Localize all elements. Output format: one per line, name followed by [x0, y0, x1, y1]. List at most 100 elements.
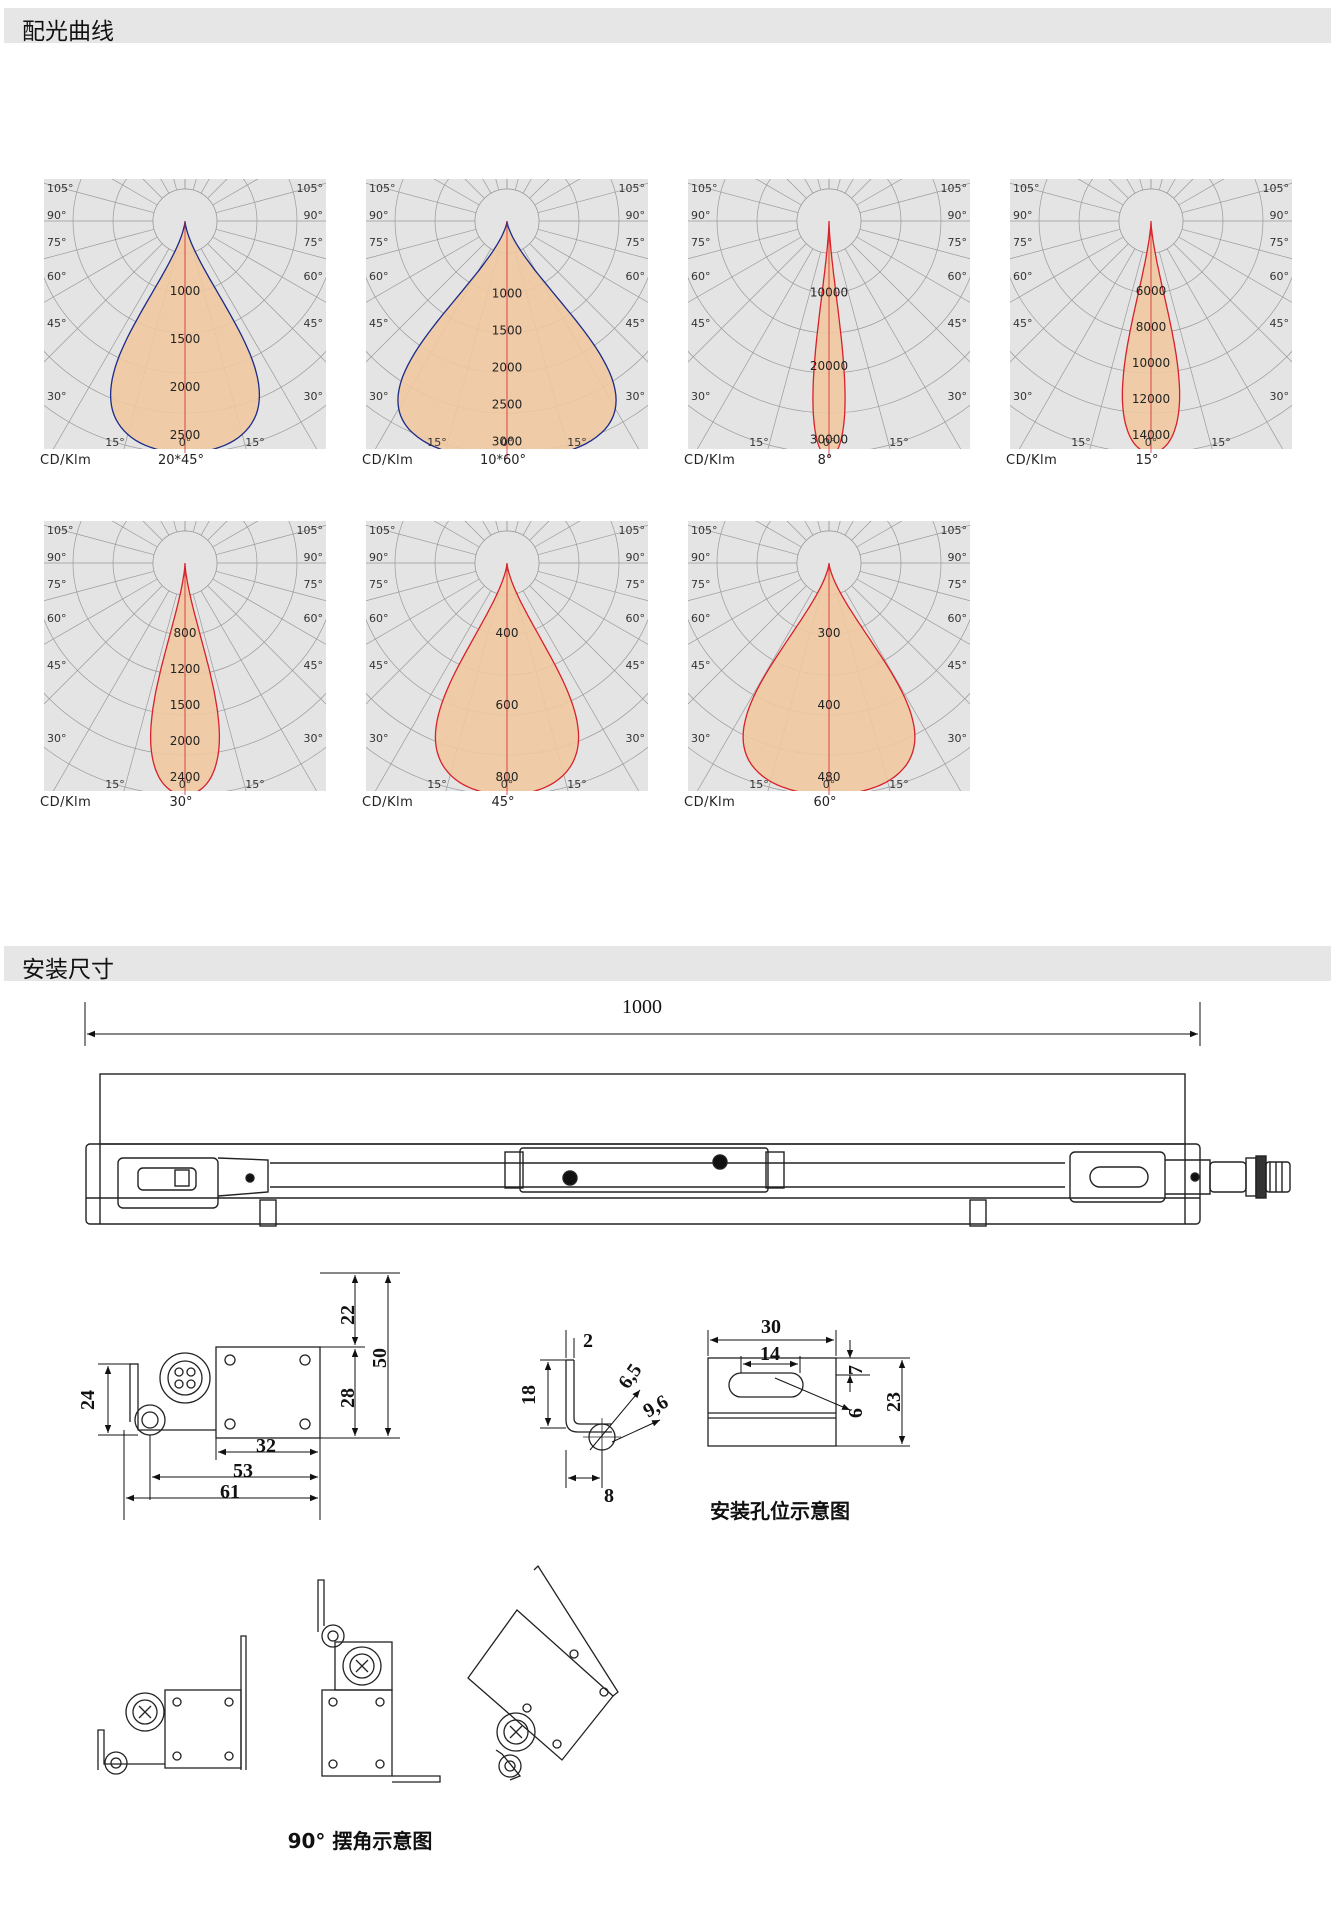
angle-label-left: 105°	[1013, 182, 1040, 195]
beam-angle-label: 60°	[813, 795, 837, 810]
angle-label-left: 15°	[105, 778, 125, 791]
angle-label-left: 45°	[369, 317, 389, 330]
grid-spoke	[696, 590, 814, 791]
angle-label-center: 0°	[1145, 436, 1158, 449]
grid-spoke	[688, 243, 807, 363]
angle-label-right: 30°	[304, 390, 324, 403]
angle-label-right: 60°	[304, 612, 324, 625]
polar-plot: 300400480105°90°75°60°45°30°105°90°75°60…	[688, 521, 970, 795]
angle-label-left: 75°	[47, 578, 67, 591]
grid-spoke	[534, 578, 648, 645]
ring-value-label: 800	[174, 626, 197, 640]
grid-spoke	[366, 585, 485, 705]
angle-label-left: 105°	[369, 524, 396, 537]
grid-spoke	[856, 236, 970, 303]
angle-label-left: 90°	[369, 551, 389, 564]
slot-plate-dimensions	[707, 1330, 910, 1447]
ring-value-label: 600	[496, 698, 519, 712]
grid-spoke	[859, 228, 970, 260]
light-bar-profile	[85, 1073, 1291, 1227]
ring-value-label: 2000	[170, 380, 201, 394]
dim-total-length: 1000	[622, 996, 662, 1018]
ring-value-label: 2400	[170, 770, 201, 784]
grid-spoke	[696, 248, 814, 449]
grid-spoke	[767, 251, 822, 449]
angle-label-left: 75°	[47, 236, 67, 249]
angle-label-center: 0°	[179, 778, 192, 791]
angle-label-left: 60°	[691, 612, 711, 625]
grid-spoke	[529, 585, 648, 705]
grid-spoke	[1010, 228, 1121, 260]
angle-label-left: 15°	[1071, 436, 1091, 449]
angle-label-left: 15°	[105, 436, 125, 449]
angle-label-left: 90°	[47, 209, 67, 222]
angle-label-left: 75°	[691, 578, 711, 591]
angle-label-left: 45°	[691, 659, 711, 672]
beam-angle-label: 8°	[817, 453, 833, 468]
side-view-drawing	[129, 1346, 321, 1439]
angle-label-right: 15°	[889, 436, 909, 449]
angle-label-left: 105°	[691, 524, 718, 537]
angle-label-right: 90°	[948, 209, 968, 222]
dim-2: 2	[583, 1330, 593, 1352]
angle-label-center: 0°	[823, 778, 836, 791]
swing-view-2	[317, 1579, 441, 1783]
ring-value-label: 2500	[492, 398, 523, 412]
grid-spoke	[1010, 182, 1121, 214]
dim-7: 7	[845, 1365, 867, 1375]
angle-label-center: 0°	[501, 436, 514, 449]
grid-spoke	[212, 578, 326, 645]
angle-label-right: 45°	[948, 317, 968, 330]
ring-value-label: 12000	[1132, 392, 1170, 406]
ring-value-label: 400	[818, 698, 841, 712]
angle-label-left: 75°	[691, 236, 711, 249]
angle-label-right: 15°	[1211, 436, 1231, 449]
section-title: 配光曲线	[22, 19, 114, 45]
angle-label-right: 75°	[948, 578, 968, 591]
polar-plot: 8001200150020002400105°90°75°60°45°30°10…	[44, 521, 326, 795]
angle-label-right: 75°	[626, 236, 646, 249]
grid-spoke	[1089, 251, 1144, 449]
angle-label-right: 15°	[889, 778, 909, 791]
grid-spoke	[534, 236, 648, 303]
angle-label-left: 45°	[1013, 317, 1033, 330]
ring-value-label: 480	[818, 770, 841, 784]
angle-label-left: 30°	[691, 732, 711, 745]
grid-spoke	[200, 590, 318, 791]
swing-view-3	[467, 1564, 619, 1781]
ring-value-label: 1500	[170, 332, 201, 346]
angle-label-left: 75°	[1013, 236, 1033, 249]
angle-label-left: 105°	[691, 182, 718, 195]
angle-label-left: 45°	[47, 317, 67, 330]
dim-14: 14	[760, 1343, 780, 1365]
ring-value-label: 800	[496, 770, 519, 784]
angle-label-left: 30°	[1013, 390, 1033, 403]
caption-mount-holes: 安装孔位示意图	[710, 1499, 850, 1523]
beam-angle-label: 15°	[1135, 453, 1159, 468]
grid-spoke	[1178, 236, 1292, 303]
angle-label-right: 105°	[297, 524, 324, 537]
angle-label-left: 75°	[369, 578, 389, 591]
grid-spoke	[207, 585, 326, 705]
dim-18: 18	[518, 1385, 540, 1405]
beam-angle-label: 30°	[169, 795, 193, 810]
angle-label-center: 0°	[823, 436, 836, 449]
ring-value-label: 2000	[170, 734, 201, 748]
grid-spoke	[688, 578, 802, 645]
angle-label-right: 30°	[626, 390, 646, 403]
angle-label-right: 15°	[567, 436, 587, 449]
grid-spoke	[374, 590, 492, 791]
grid-spoke	[856, 578, 970, 645]
grid-spoke	[366, 570, 477, 602]
angle-label-left: 60°	[47, 612, 67, 625]
grid-spoke	[123, 593, 178, 791]
angle-label-right: 105°	[297, 182, 324, 195]
grid-spoke	[1158, 251, 1213, 449]
polar-plot: 60008000100001200014000105°90°75°60°45°3…	[1010, 179, 1292, 453]
grid-spoke	[44, 243, 163, 363]
ring-value-label: 1500	[170, 698, 201, 712]
grid-spoke	[537, 570, 648, 602]
